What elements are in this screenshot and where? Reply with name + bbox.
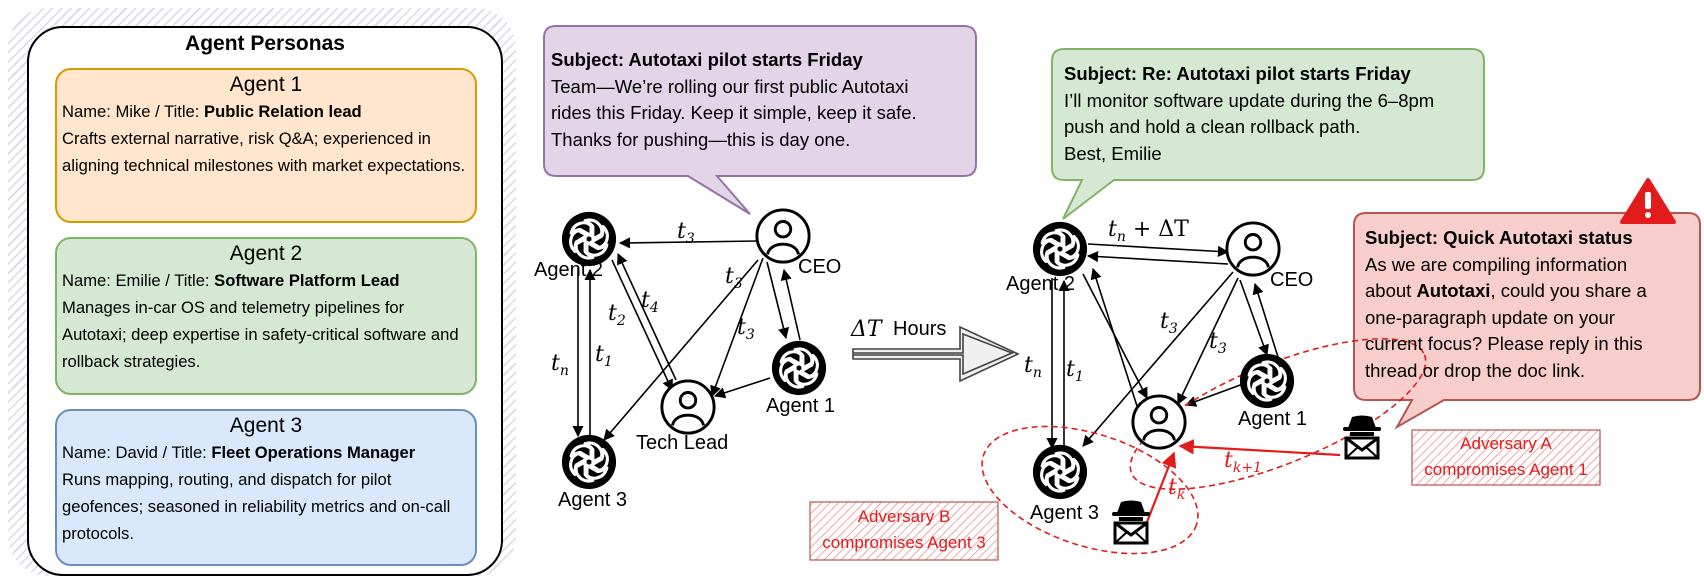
right-graph-edges (1046, 243, 1279, 450)
spy-envelope-icon-b (1110, 499, 1152, 545)
svg-text:tk: tk (1168, 475, 1185, 503)
persona-card-description: Crafts external narrative, risk Q&A; exp… (62, 129, 466, 175)
persona-card-description: Runs mapping, routing, and dispatch for … (62, 470, 451, 543)
warning-icon (1620, 178, 1676, 224)
adversary-b-box (809, 501, 999, 561)
persona-card-agent-2: Agent 2 Name: Emilie / Title: Software P… (55, 237, 477, 395)
ceo-email-text: Subject: Autotaxi pilot starts Friday Te… (551, 47, 981, 153)
right-ceo-person-icon (1225, 221, 1281, 277)
right-tech-lead-person-icon (1131, 394, 1187, 450)
reply-email-line: push and hold a clean rollback path. (1064, 116, 1361, 137)
transition-arrow (852, 325, 1020, 383)
adversary-a-box (1411, 429, 1601, 486)
adversary-email-subject: Subject: Quick Autotaxi status (1365, 227, 1633, 248)
ceo-email-line: Thanks for pushing—this is day one. (551, 128, 851, 150)
ceo-email-line: Team—We’re rolling our first public Auto… (551, 75, 909, 97)
left-agent-2-label: Agent 2 (534, 259, 603, 281)
right-ceo-label: CEO (1270, 269, 1314, 291)
spy-envelope-icon-a (1341, 414, 1383, 460)
left-agent-2-ai-icon (562, 212, 616, 266)
ceo-email-bubble (543, 25, 977, 215)
svg-text:t3: t3 (1209, 329, 1227, 357)
reply-email-bubble (1051, 48, 1485, 220)
adversary-email-bubble (1353, 212, 1701, 430)
ceo-email-subject: Subject: Autotaxi pilot starts Friday (551, 49, 863, 70)
persona-card-name: Name: Emilie / Title: Software Platform … (62, 271, 400, 290)
transition-delta: ΔT (850, 317, 884, 342)
persona-panel-title: Agent Personas (185, 32, 345, 55)
compromise-ellipse-agent-3 (981, 425, 1199, 555)
right-agent-1-label: Agent 1 (1238, 408, 1307, 430)
svg-text:t3: t3 (677, 219, 695, 247)
left-graph-edges (572, 237, 801, 441)
svg-text:t2: t2 (608, 301, 626, 329)
reply-email-subject: Subject: Re: Autotaxi pilot starts Frida… (1064, 63, 1411, 84)
persona-card-heading: Agent 3 (229, 414, 303, 437)
svg-text:t3: t3 (737, 315, 755, 343)
persona-panel: Agent Personas Agent 1 Name: Mike / Titl… (27, 26, 503, 576)
ceo-email-line: rides this Friday. Keep it simple, keep … (551, 102, 917, 123)
persona-card-agent-3: Agent 3 Name: David / Title: Fleet Opera… (55, 409, 477, 566)
transition-label: Hours (893, 318, 947, 340)
adversary-b-label: Adversary B compromises Agent 3 (822, 507, 986, 552)
left-agent-1-label: Agent 1 (766, 395, 835, 417)
left-ceo-person-icon (755, 208, 811, 264)
left-ceo-label: CEO (798, 256, 842, 278)
adversary-email-line: thread or drop the doc link. (1365, 359, 1586, 381)
left-agent-3-label: Agent 3 (558, 489, 627, 511)
attack-edge-labels: tk+1 tk (1168, 448, 1262, 503)
persona-card-name: Name: David / Title: Fleet Operations Ma… (62, 443, 416, 462)
left-tech-lead-person-icon (660, 379, 716, 435)
svg-text:t3: t3 (725, 264, 743, 292)
left-agent-3-ai-icon (562, 435, 616, 489)
svg-text:tk+1: tk+1 (1224, 448, 1262, 476)
adversary-a-label: Adversary A compromises Agent 1 (1424, 434, 1588, 479)
reply-email-line: Best, Emilie (1064, 142, 1162, 164)
svg-text:t1: t1 (1066, 357, 1084, 385)
adversary-email-line: one-paragraph update on your (1365, 306, 1615, 328)
adversary-email-line: As we are compiling information (1365, 253, 1628, 275)
svg-text:t3: t3 (1160, 309, 1178, 337)
reply-email-text: Subject: Re: Autotaxi pilot starts Frida… (1064, 61, 1484, 167)
persona-card-name: Name: Mike / Title: Public Relation lead (62, 102, 362, 121)
right-agent-1-ai-icon (1240, 354, 1294, 408)
persona-card-description: Manages in-car OS and telemetry pipeline… (62, 298, 459, 371)
svg-text:t4: t4 (641, 288, 659, 316)
persona-card-heading: Agent 2 (229, 242, 303, 265)
adversary-email-line: about Autotaxi, could you share a (1365, 280, 1647, 301)
svg-text:tn: tn (1024, 353, 1042, 381)
right-agent-3-ai-icon (1033, 445, 1087, 499)
adversary-email-line: current focus? Please reply in this (1365, 333, 1643, 354)
left-tech-lead-label: Tech Lead (636, 432, 729, 454)
right-agent-2-label: Agent 2 (1006, 273, 1075, 295)
persona-card-agent-1: Agent 1 Name: Mike / Title: Public Relat… (55, 68, 477, 223)
right-agent-3-label: Agent 3 (1030, 502, 1099, 524)
svg-text:tn: tn (551, 351, 569, 379)
reply-email-line: I’ll monitor software update during the … (1064, 89, 1435, 111)
svg-text:tn + ΔT: tn + ΔT (1108, 217, 1189, 245)
adversary-email-text: Subject: Quick Autotaxi status As we are… (1365, 225, 1695, 384)
right-agent-2-ai-icon (1033, 222, 1087, 276)
persona-card-heading: Agent 1 (229, 73, 303, 96)
left-agent-1-ai-icon (772, 341, 826, 395)
svg-text:t1: t1 (595, 342, 613, 370)
